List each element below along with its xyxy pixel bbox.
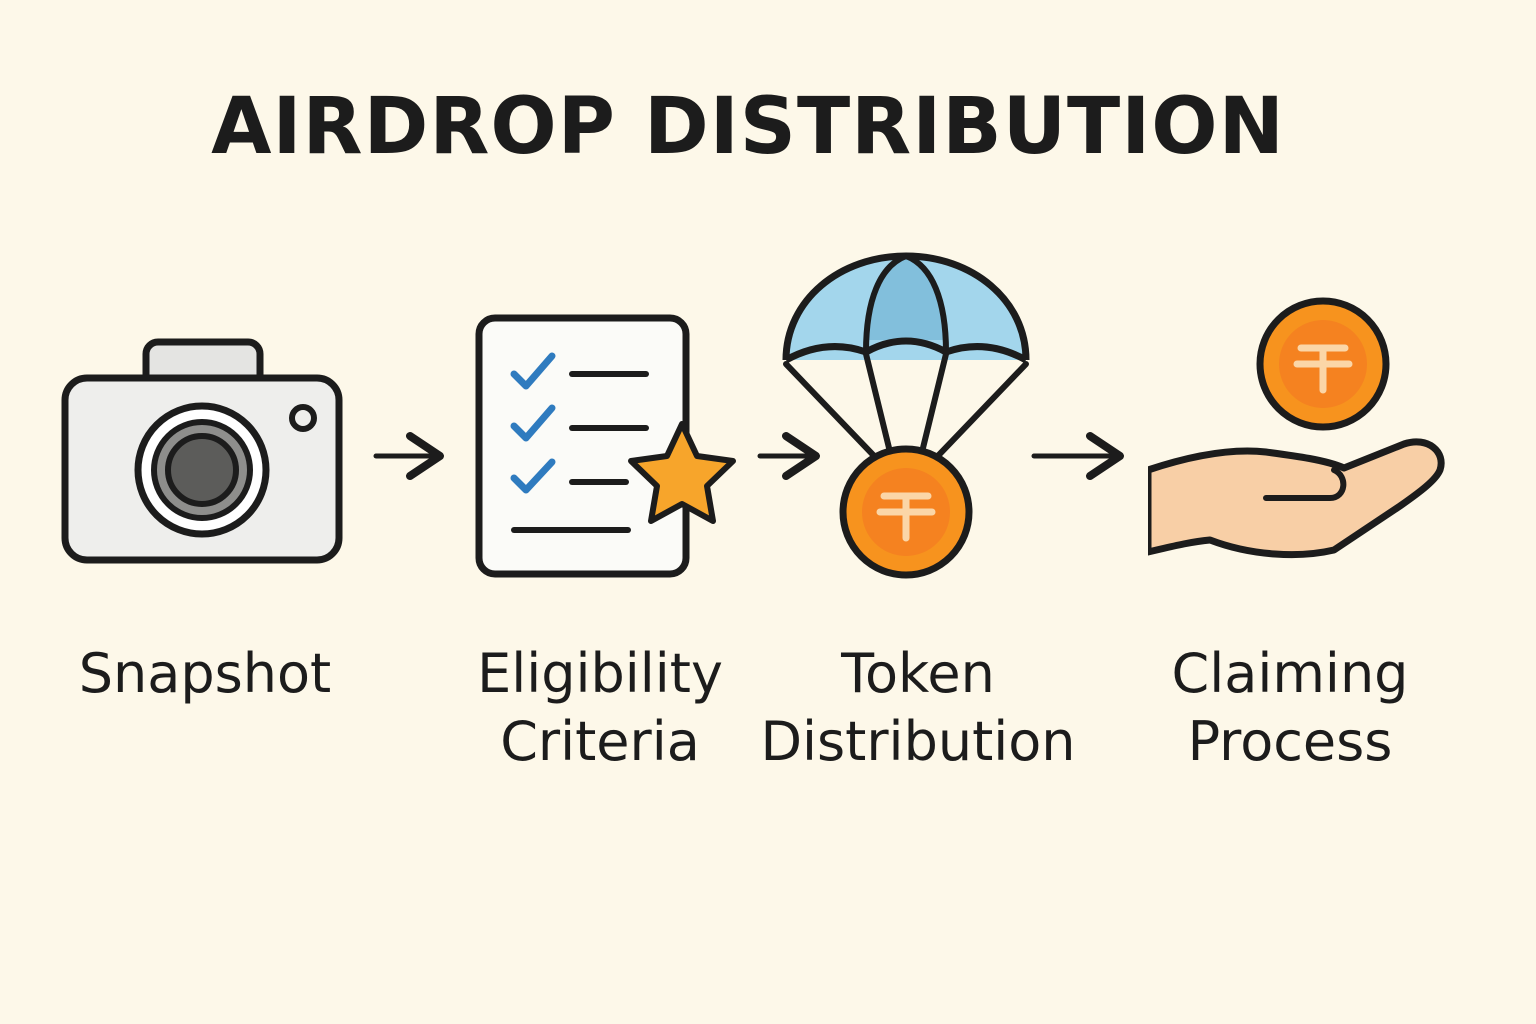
parachute-token-icon: [782, 252, 1030, 579]
step-label-claiming-process: Claiming Process: [1171, 642, 1409, 773]
token-coin-icon: [839, 445, 973, 579]
checklist-star-icon: [475, 314, 736, 578]
diagram-title: AIRDROP DISTRIBUTION: [211, 82, 1285, 172]
step-label-snapshot: Snapshot: [78, 642, 332, 705]
step-label-token-distribution: Token Distribution: [760, 642, 1076, 773]
star-icon: [628, 421, 736, 524]
hand-token-icon: [1136, 297, 1445, 560]
step-label-eligibility-criteria: Eligibility Criteria: [477, 642, 723, 773]
token-coin-icon: [1256, 297, 1390, 431]
camera-icon: [61, 338, 343, 564]
